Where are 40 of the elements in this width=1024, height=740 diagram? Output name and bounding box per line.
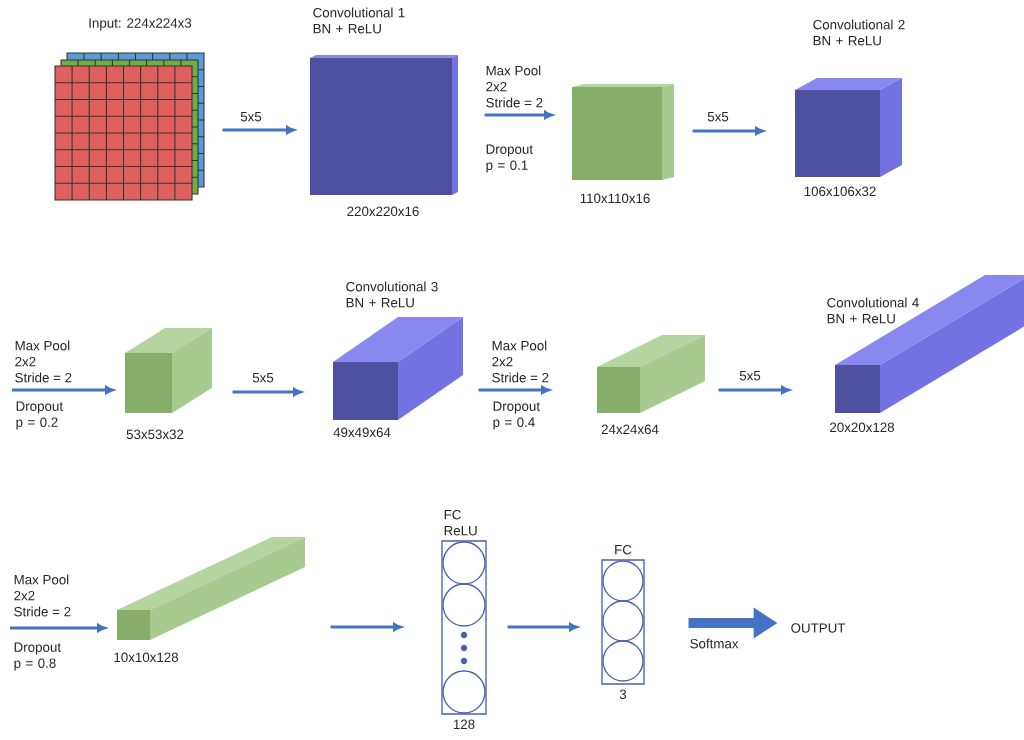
edge-label: Softmax — [688, 637, 740, 650]
layer-heading: FC ReLU — [444, 509, 477, 536]
arrow — [692, 126, 764, 136]
edge-label: 5x5 — [737, 369, 763, 382]
arrow — [484, 110, 553, 120]
note-label: Dropout p = 0.2 — [16, 401, 63, 430]
layer-heading: Convolutional 3 BN + ReLU — [346, 281, 438, 308]
dimension-label: 49x49x64 — [333, 427, 391, 438]
note-label: Dropout p = 0.4 — [493, 401, 540, 430]
arrow — [478, 385, 550, 395]
edge-label: Max Pool 2x2 Stride = 2 — [490, 339, 553, 384]
dimension-label: 106x106x32 — [804, 186, 876, 197]
dimension-label: 20x20x128 — [830, 422, 895, 433]
layer-heading: Input: 224x224x3 — [89, 18, 192, 31]
dimension-label: 53x53x32 — [126, 429, 184, 440]
arrow — [10, 623, 106, 633]
arrow — [507, 622, 578, 632]
layer-heading: Convolutional 2 BN + ReLU — [813, 19, 905, 46]
edge-label: 5x5 — [238, 110, 264, 123]
note-label: Dropout p = 0.8 — [14, 642, 61, 671]
layer-heading: FC — [615, 544, 632, 555]
arrow — [12, 385, 114, 395]
dimension-label: 220x220x16 — [347, 206, 419, 217]
dimension-label: 24x24x64 — [601, 424, 659, 435]
edge-label: Max Pool 2x2 Stride = 2 — [484, 64, 547, 109]
layer-heading: Convolutional 1 BN + ReLU — [313, 7, 405, 34]
arrow — [718, 385, 790, 395]
arrow — [222, 125, 295, 135]
dimension-label: 10x10x128 — [114, 652, 179, 663]
arrow — [330, 622, 402, 632]
edge-label: 5x5 — [705, 110, 731, 123]
arrow — [232, 387, 302, 397]
edge-label: Max Pool 2x2 Stride = 2 — [13, 339, 76, 384]
edge-label: Max Pool 2x2 Stride = 2 — [12, 573, 75, 618]
dimension-label: 110x110x16 — [580, 193, 650, 204]
note-label: Dropout p = 0.1 — [486, 144, 533, 173]
output-label: OUTPUT — [791, 623, 846, 633]
unit-count: 3 — [619, 689, 627, 700]
unit-count: 128 — [453, 719, 475, 730]
edge-label: 5x5 — [250, 371, 276, 384]
